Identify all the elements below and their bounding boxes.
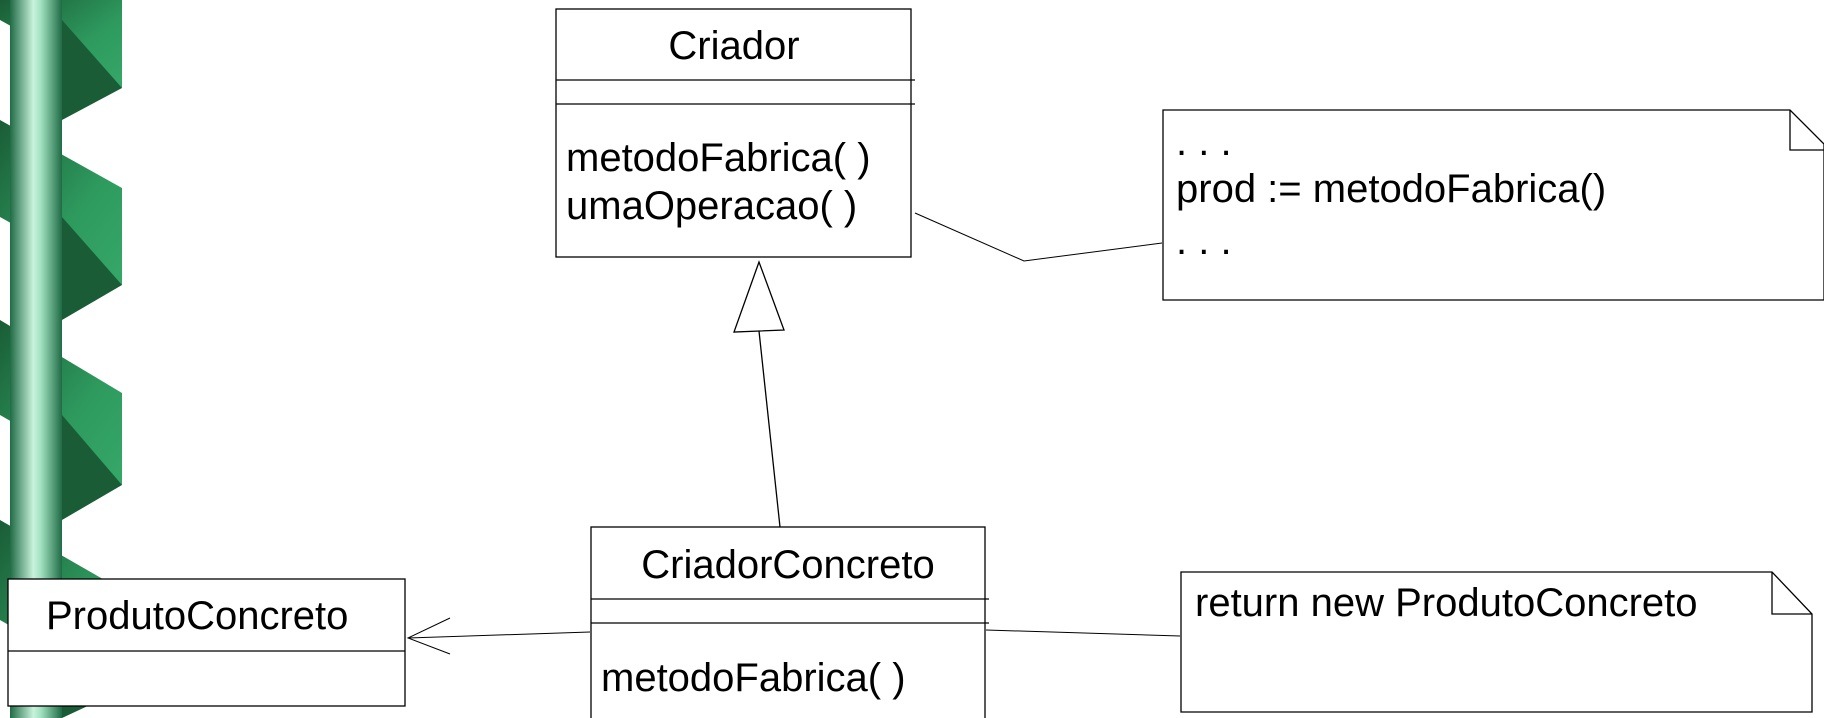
note-box: [1180, 571, 1813, 713]
note-box: [1162, 109, 1824, 301]
ribbon-fold: [62, 217, 122, 320]
ribbon-fold: [62, 415, 122, 520]
class-name: Criador: [668, 24, 799, 68]
dependency-arrowhead: [406, 617, 451, 655]
note-line: . . .: [1176, 219, 1232, 263]
note-anchor-criador: [914, 212, 1163, 262]
method-label: metodoFabrica( ): [566, 136, 871, 180]
connectors: [406, 212, 1181, 655]
note-anchor-criador-concreto: [985, 629, 1181, 637]
method-label: umaOperacao( ): [566, 184, 857, 228]
ribbon-fold: [62, 20, 122, 120]
note-fold: [1771, 572, 1812, 615]
method-label: metodoFabrica( ): [601, 656, 906, 700]
class-box: [555, 8, 912, 258]
note-line: return new ProdutoConcreto: [1195, 581, 1698, 625]
dependency-line: [407, 631, 591, 639]
class-criador[interactable]: Criador metodoFabrica( ) umaOperacao( ): [555, 8, 915, 258]
class-box: [7, 578, 406, 707]
class-criador-concreto[interactable]: CriadorConcreto metodoFabrica( ): [590, 526, 989, 718]
class-produto-concreto[interactable]: ProdutoConcreto: [7, 578, 406, 707]
note-fold: [1789, 110, 1824, 151]
class-name: ProdutoConcreto: [46, 594, 348, 638]
note-line: prod := metodoFabrica(): [1176, 167, 1606, 211]
note-operacao[interactable]: . . . prod := metodoFabrica() . . .: [1162, 109, 1824, 301]
generalization-line: [758, 330, 781, 528]
class-name: CriadorConcreto: [641, 543, 934, 587]
note-line: . . .: [1176, 120, 1232, 164]
generalization-arrowhead: [733, 260, 785, 333]
note-fabrica[interactable]: return new ProdutoConcreto: [1180, 571, 1813, 713]
